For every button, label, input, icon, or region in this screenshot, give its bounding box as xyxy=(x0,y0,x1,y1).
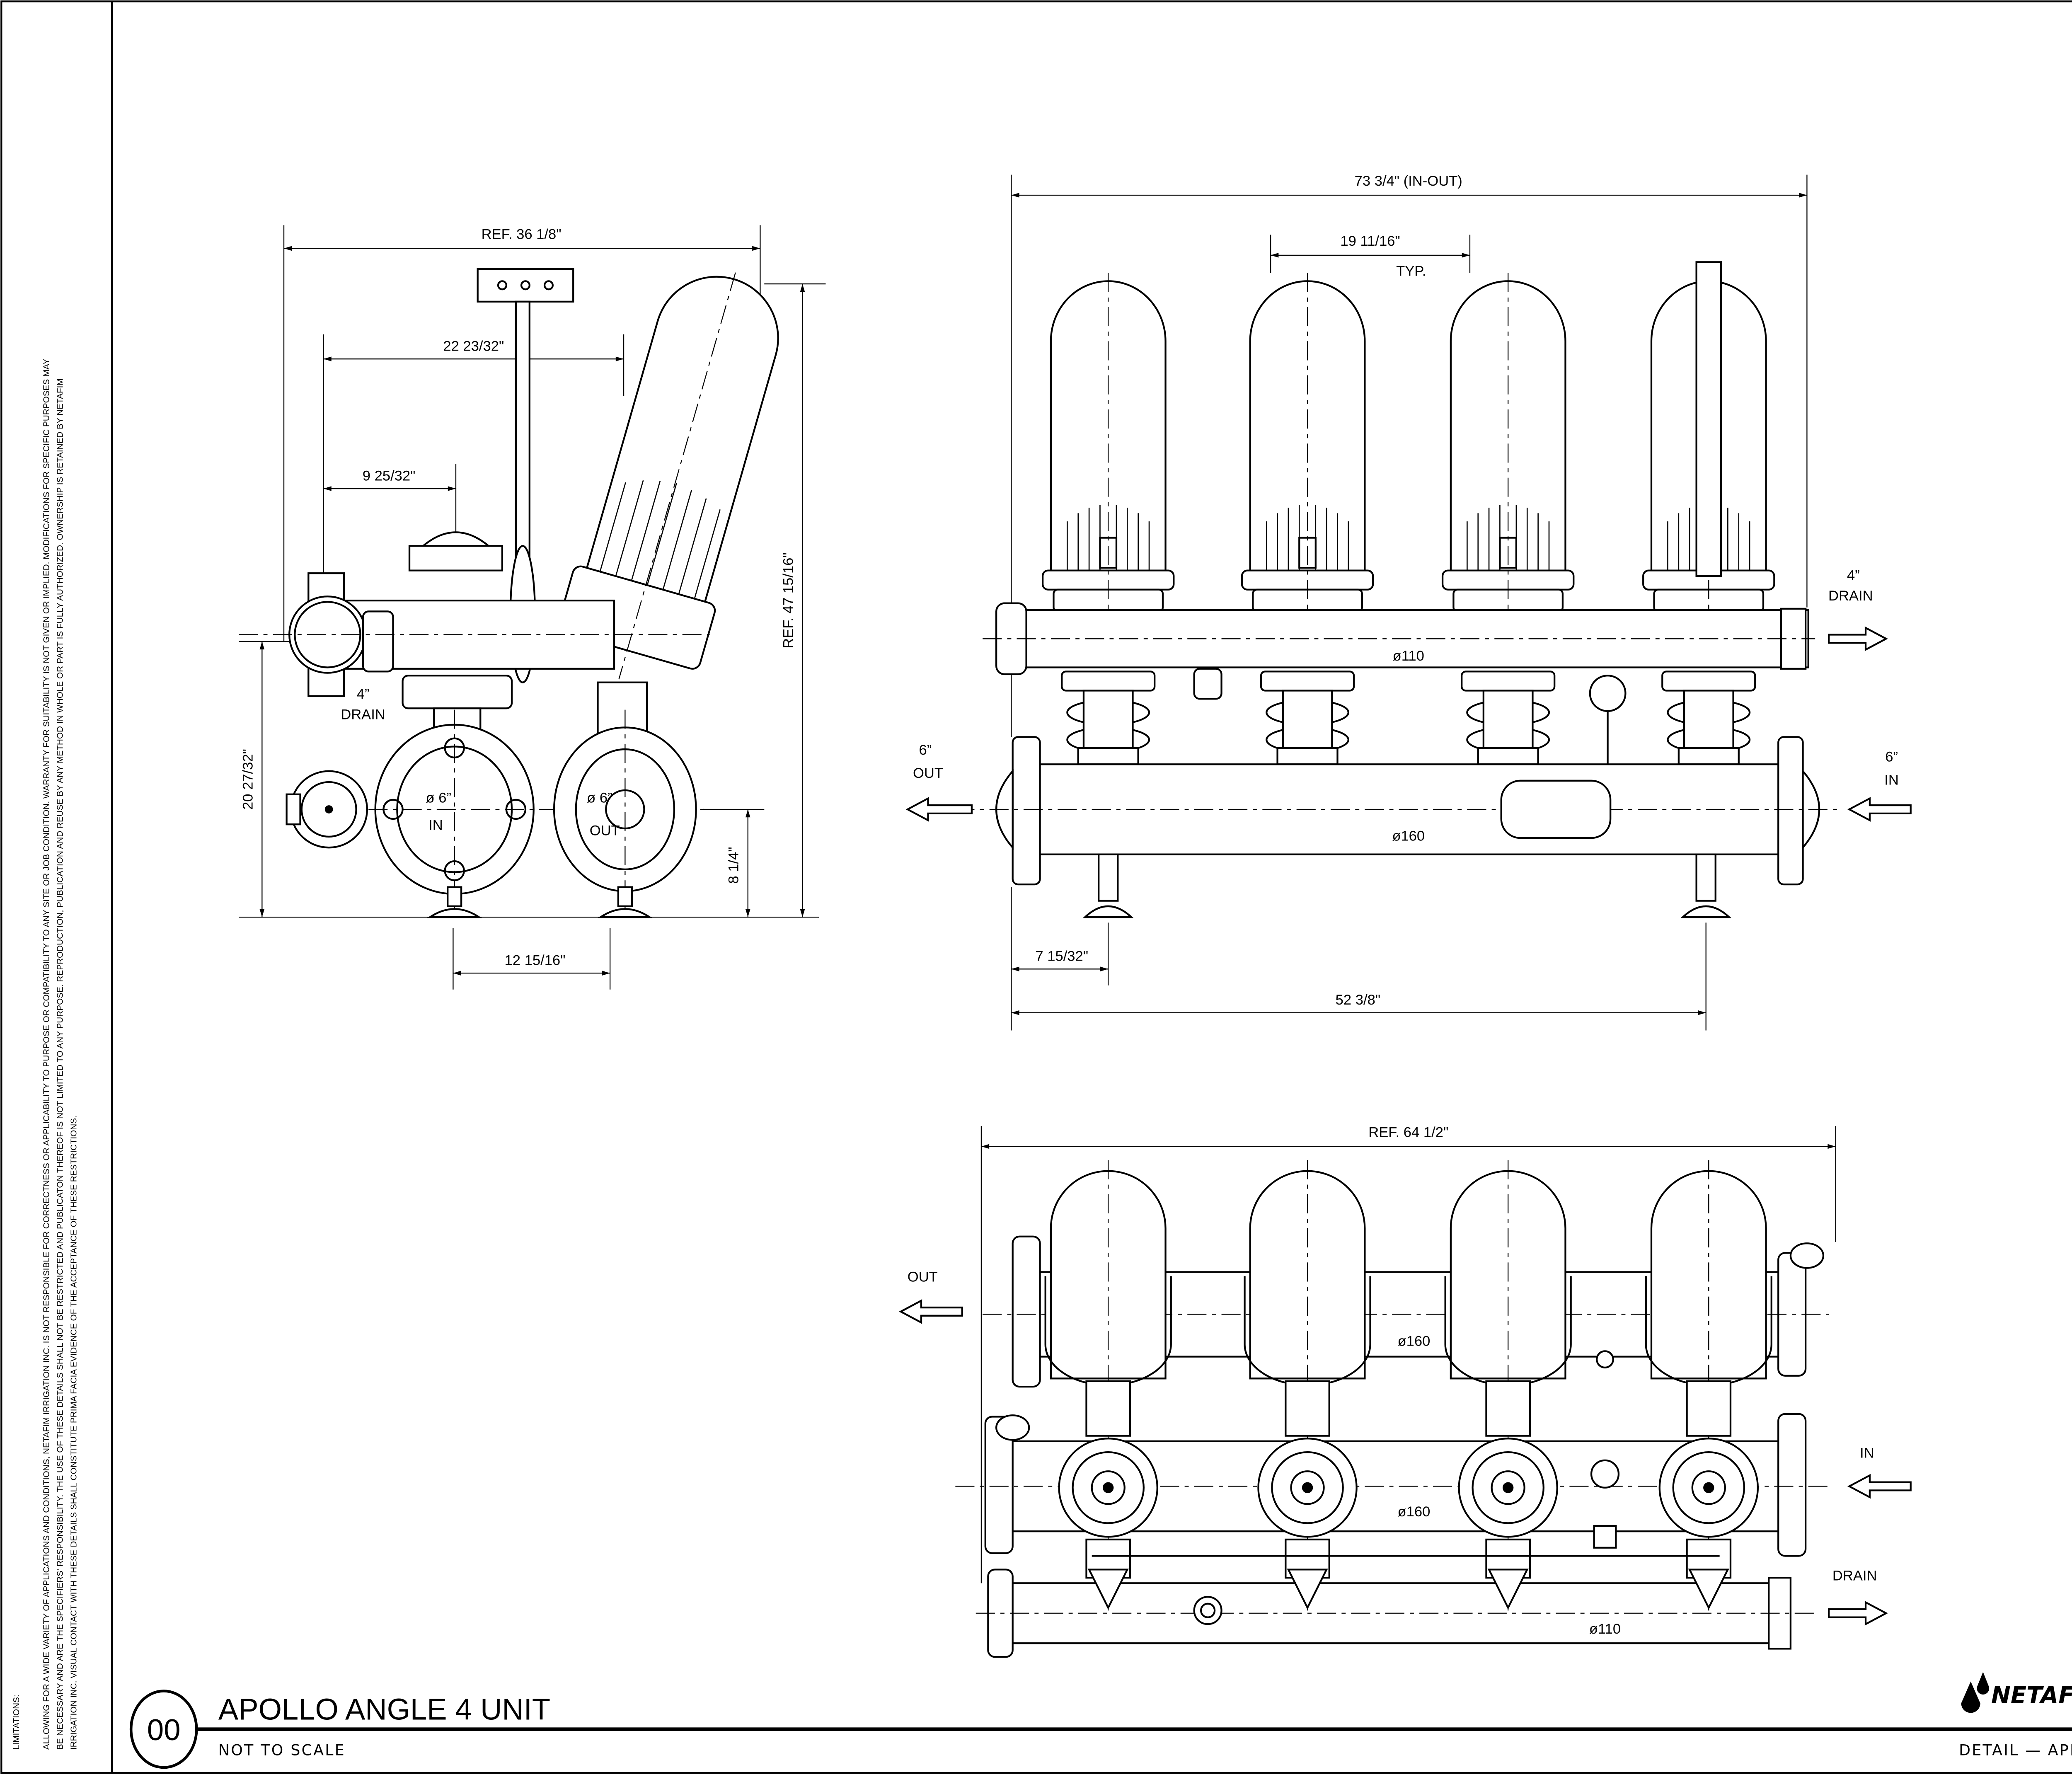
limitations-heading: LIMITATIONS: xyxy=(12,1695,21,1750)
outlet-size-label: ø 6” xyxy=(587,790,612,806)
filter-unit-1 xyxy=(1043,273,1174,785)
dim-foot-spacing: 52 3/8" xyxy=(1336,992,1380,1008)
upper-pipe-size: ø110 xyxy=(1393,648,1424,664)
drain-label: DRAIN xyxy=(1828,588,1873,604)
air-valve xyxy=(1590,1459,1620,1489)
out-size-label: 6” xyxy=(919,742,932,758)
limitations-notes: LIMITATIONS: ALLOWING FOR A WIDE VARIETY… xyxy=(12,358,78,1750)
in-label: IN xyxy=(1884,772,1899,788)
title-block: 00 APOLLO ANGLE 4 UNIT NOT TO SCALE DETA… xyxy=(129,1672,2072,1769)
dim-foot-offset: 7 15/32" xyxy=(1035,949,1088,964)
drain-label: DRAIN xyxy=(1832,1568,1877,1584)
drain-arrow-icon xyxy=(1828,1600,1888,1626)
filter-unit-4 xyxy=(1646,1160,1772,1610)
dim-overall: REF. 64 1/2" xyxy=(1368,1124,1448,1140)
filter-unit-3 xyxy=(1443,273,1573,785)
drain-pipe-size: ø110 xyxy=(1589,1621,1621,1637)
outlet-pipe-size: ø160 xyxy=(1398,1333,1431,1349)
out-label: OUT xyxy=(913,765,943,781)
limitations-line: BE NECESSARY AND ARE THE SPECIFIERS' RES… xyxy=(55,378,65,1750)
drain-size-label: 4” xyxy=(1847,568,1860,583)
drawing-title: APOLLO ANGLE 4 UNIT xyxy=(218,1693,550,1726)
scale-note: NOT TO SCALE xyxy=(218,1741,346,1759)
in-arrow-icon xyxy=(1847,797,1912,822)
out-arrow-icon xyxy=(905,797,973,822)
dim-width-2: 22 23/32" xyxy=(443,338,504,354)
top-view: REF. 64 1/2" ø160 OUT ø160 IN ø110 DRAIN xyxy=(899,1124,1912,1658)
water-drop-icon xyxy=(1961,1681,1980,1713)
drain-size-label: 4” xyxy=(357,686,370,702)
dim-overall-height: REF. 47 15/16" xyxy=(780,552,796,648)
dim-inlet-height: 20 27/32" xyxy=(240,749,256,810)
outlet-label: OUT xyxy=(590,823,620,839)
front-view: 73 3/4" (IN-OUT) 19 11/16" TYP. ø110 4” … xyxy=(905,173,1912,1031)
limitations-line: ALLOWING FOR A WIDE VARIETY OF APPLICATI… xyxy=(42,358,51,1750)
filter-unit-2 xyxy=(1245,1160,1370,1610)
filter-unit-1 xyxy=(1046,1160,1171,1610)
dim-pitch-note: TYP. xyxy=(1396,263,1426,279)
inlet-pipe-size: ø160 xyxy=(1398,1504,1431,1520)
in-size-label: 6” xyxy=(1885,749,1898,765)
water-drop-icon xyxy=(1977,1672,1990,1695)
dim-filter-pitch: 19 11/16" xyxy=(1340,233,1400,249)
logo-wordmark: NETAFIM xyxy=(1991,1682,2072,1709)
inlet-label: IN xyxy=(428,817,443,833)
air-valve xyxy=(1500,780,1612,839)
out-label: OUT xyxy=(908,1269,938,1285)
support-bracket xyxy=(477,268,574,303)
dim-overall-in-out: 73 3/4" (IN-OUT) xyxy=(1355,173,1462,189)
in-arrow-icon xyxy=(1847,1474,1912,1499)
in-label: IN xyxy=(1860,1445,1874,1461)
pressure-gauge xyxy=(1589,675,1627,712)
side-view: REF. 36 1/8" 22 23/32" 9 25/32" 20 27/32… xyxy=(239,225,826,990)
inlet-size-label: ø 6” xyxy=(426,790,451,806)
support-post xyxy=(1695,261,1722,577)
netafim-logo: NETAFIM TM xyxy=(1961,1672,2072,1713)
dim-inlet-outlet-spacing: 12 15/16" xyxy=(505,952,566,968)
limitations-line: IRRIGATION INC. VISUAL CONTACT WITH THES… xyxy=(69,1116,78,1750)
out-arrow-icon xyxy=(899,1299,963,1324)
dim-width-3: 9 25/32" xyxy=(363,468,416,484)
detail-reference: DETAIL — APF104 xyxy=(1959,1741,2072,1759)
filter-unit-3 xyxy=(1445,1160,1571,1610)
lower-pipe-size: ø160 xyxy=(1392,828,1425,844)
detail-number: 00 xyxy=(147,1713,181,1747)
dim-overall-width: REF. 36 1/8" xyxy=(482,226,562,242)
dim-foot-height: 8 1/4" xyxy=(726,847,742,884)
drain-arrow-icon xyxy=(1828,626,1888,651)
filter-unit-2 xyxy=(1242,273,1373,785)
filter-housing xyxy=(557,272,779,680)
drain-label: DRAIN xyxy=(341,707,385,723)
